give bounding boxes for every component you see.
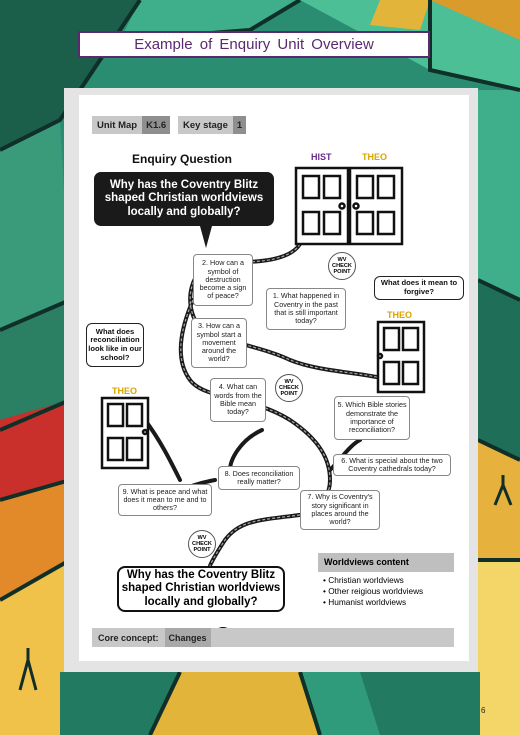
step-3: 3. How can a symbol start a movement aro… bbox=[191, 318, 247, 368]
worldview-item: • Christian worldviews bbox=[323, 575, 404, 585]
step-5: 5. Which Bible stories demonstrate the i… bbox=[334, 396, 410, 440]
theo-label-top: THEO bbox=[362, 152, 388, 162]
unit-map-pill: Unit Map K1.6 bbox=[92, 116, 171, 134]
core-concept-bar: Core concept: Changes bbox=[92, 628, 454, 647]
page-number: 6 bbox=[481, 706, 486, 715]
key-stage-pill: Key stage 1 bbox=[178, 116, 247, 134]
key-stage-label: Key stage bbox=[183, 119, 228, 131]
step-2: 2. How can a symbol of destruction becom… bbox=[193, 254, 253, 306]
step-6: 6. What is special about the two Coventr… bbox=[333, 454, 451, 476]
step-4: 4. What can words from the Bible mean to… bbox=[210, 378, 266, 422]
door-icon-right bbox=[376, 320, 426, 394]
double-door-icon bbox=[294, 166, 404, 246]
theo-label-left: THEO bbox=[112, 386, 138, 396]
enquiry-question: Why has the Coventry Blitz shaped Christ… bbox=[104, 178, 264, 218]
core-concept-label: Core concept: bbox=[98, 632, 159, 643]
page-title: Example of Enquiry Unit Overview bbox=[134, 36, 374, 53]
worldview-item: • Other reigious worldviews bbox=[323, 586, 424, 597]
page-title-banner: Example of Enquiry Unit Overview bbox=[78, 31, 430, 58]
step-7: 7. Why is Coventry's story significant i… bbox=[300, 490, 380, 530]
worldviews-heading: Worldviews content bbox=[318, 553, 454, 572]
step-1: 1. What happened in Coventry in the past… bbox=[266, 288, 346, 330]
theo-label-right: THEO bbox=[387, 310, 413, 320]
worldviews-content-box: Worldviews content • Christian worldview… bbox=[318, 553, 454, 615]
key-stage-value: 1 bbox=[232, 116, 247, 134]
final-question: Why has the Coventry Blitz shaped Christ… bbox=[117, 566, 285, 612]
worldview-item: • Humanist worldviews bbox=[323, 597, 407, 608]
door-icon-left bbox=[100, 396, 150, 470]
enquiry-heading: Enquiry Question bbox=[132, 152, 233, 166]
thought-forgive: What does it mean to forgive? bbox=[374, 276, 464, 300]
hist-label: HIST bbox=[311, 152, 332, 162]
bubble-pointer bbox=[200, 226, 212, 248]
core-concept-value: Changes bbox=[164, 628, 211, 647]
unit-map-label: Unit Map bbox=[97, 119, 138, 131]
unit-code: K1.6 bbox=[142, 116, 171, 134]
thought-reconciliation: What does reconciliation look like in ou… bbox=[86, 323, 144, 367]
step-8: 8. Does reconciliation really matter? bbox=[218, 466, 300, 490]
step-9: 9. What is peace and what does it mean t… bbox=[118, 484, 212, 516]
enquiry-question-bubble: Why has the Coventry Blitz shaped Christ… bbox=[94, 172, 274, 226]
